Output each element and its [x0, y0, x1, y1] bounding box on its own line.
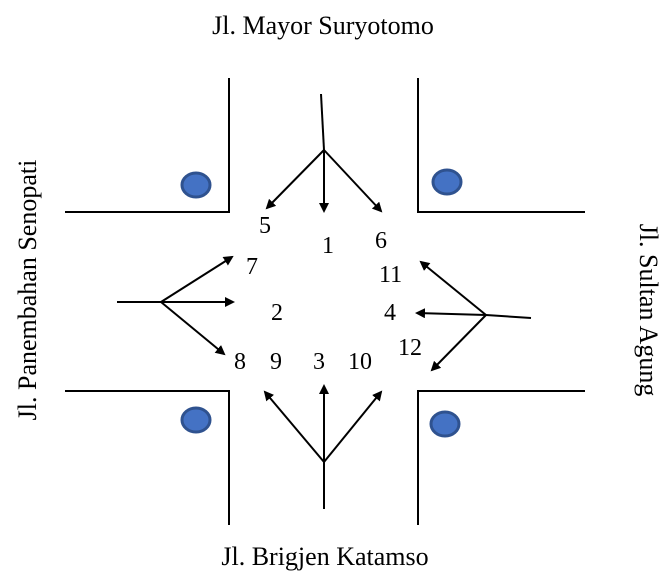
north-approach-arrows — [265, 93, 383, 213]
movement-number-8: 8 — [234, 349, 246, 375]
traffic-signal-icon — [431, 168, 463, 196]
movement-arrow — [265, 149, 325, 210]
traffic-signals — [180, 168, 463, 438]
road-curbs — [65, 78, 585, 525]
curb-north-east — [417, 78, 585, 213]
movement-arrow — [323, 390, 383, 463]
street-label-east: Jl. Sultan Agung — [634, 224, 663, 397]
movement-arrow — [160, 255, 234, 303]
east-approach-arrows — [415, 260, 532, 372]
movement-number-10: 10 — [348, 349, 372, 375]
traffic-signal-icon — [180, 406, 212, 434]
curb-south-west — [65, 390, 230, 525]
movement-numbers: 5 1 6 7 11 2 4 12 8 9 3 10 — [234, 213, 422, 375]
movement-number-5: 5 — [259, 213, 271, 239]
movement-number-11: 11 — [379, 262, 402, 288]
movement-arrow — [430, 314, 487, 372]
movement-arrow — [415, 308, 487, 319]
movement-arrow — [323, 149, 383, 213]
movement-arrow — [485, 314, 532, 319]
curb-north-west — [65, 78, 230, 213]
movement-arrow — [160, 301, 226, 356]
street-label-south: Jl. Brigjen Katamso — [221, 542, 428, 571]
movement-number-6: 6 — [375, 228, 387, 254]
movement-number-9: 9 — [270, 349, 282, 375]
traffic-signal-icon — [429, 410, 461, 438]
movement-number-3: 3 — [313, 349, 325, 375]
south-approach-arrows — [263, 384, 383, 509]
movement-arrow — [419, 260, 487, 316]
traffic-signal-icon — [180, 171, 212, 199]
movement-number-12: 12 — [398, 335, 422, 361]
movement-number-1: 1 — [322, 233, 334, 259]
movement-number-7: 7 — [246, 254, 258, 280]
movement-arrow — [263, 390, 325, 463]
movement-number-2: 2 — [271, 300, 283, 326]
street-label-north: Jl. Mayor Suryotomo — [212, 11, 434, 40]
west-approach-arrows — [117, 255, 235, 356]
movement-number-4: 4 — [384, 300, 396, 326]
curb-south-east — [417, 390, 585, 525]
movement-arrow — [320, 93, 325, 151]
street-label-west: Jl. Panembahan Senopati — [13, 160, 42, 421]
